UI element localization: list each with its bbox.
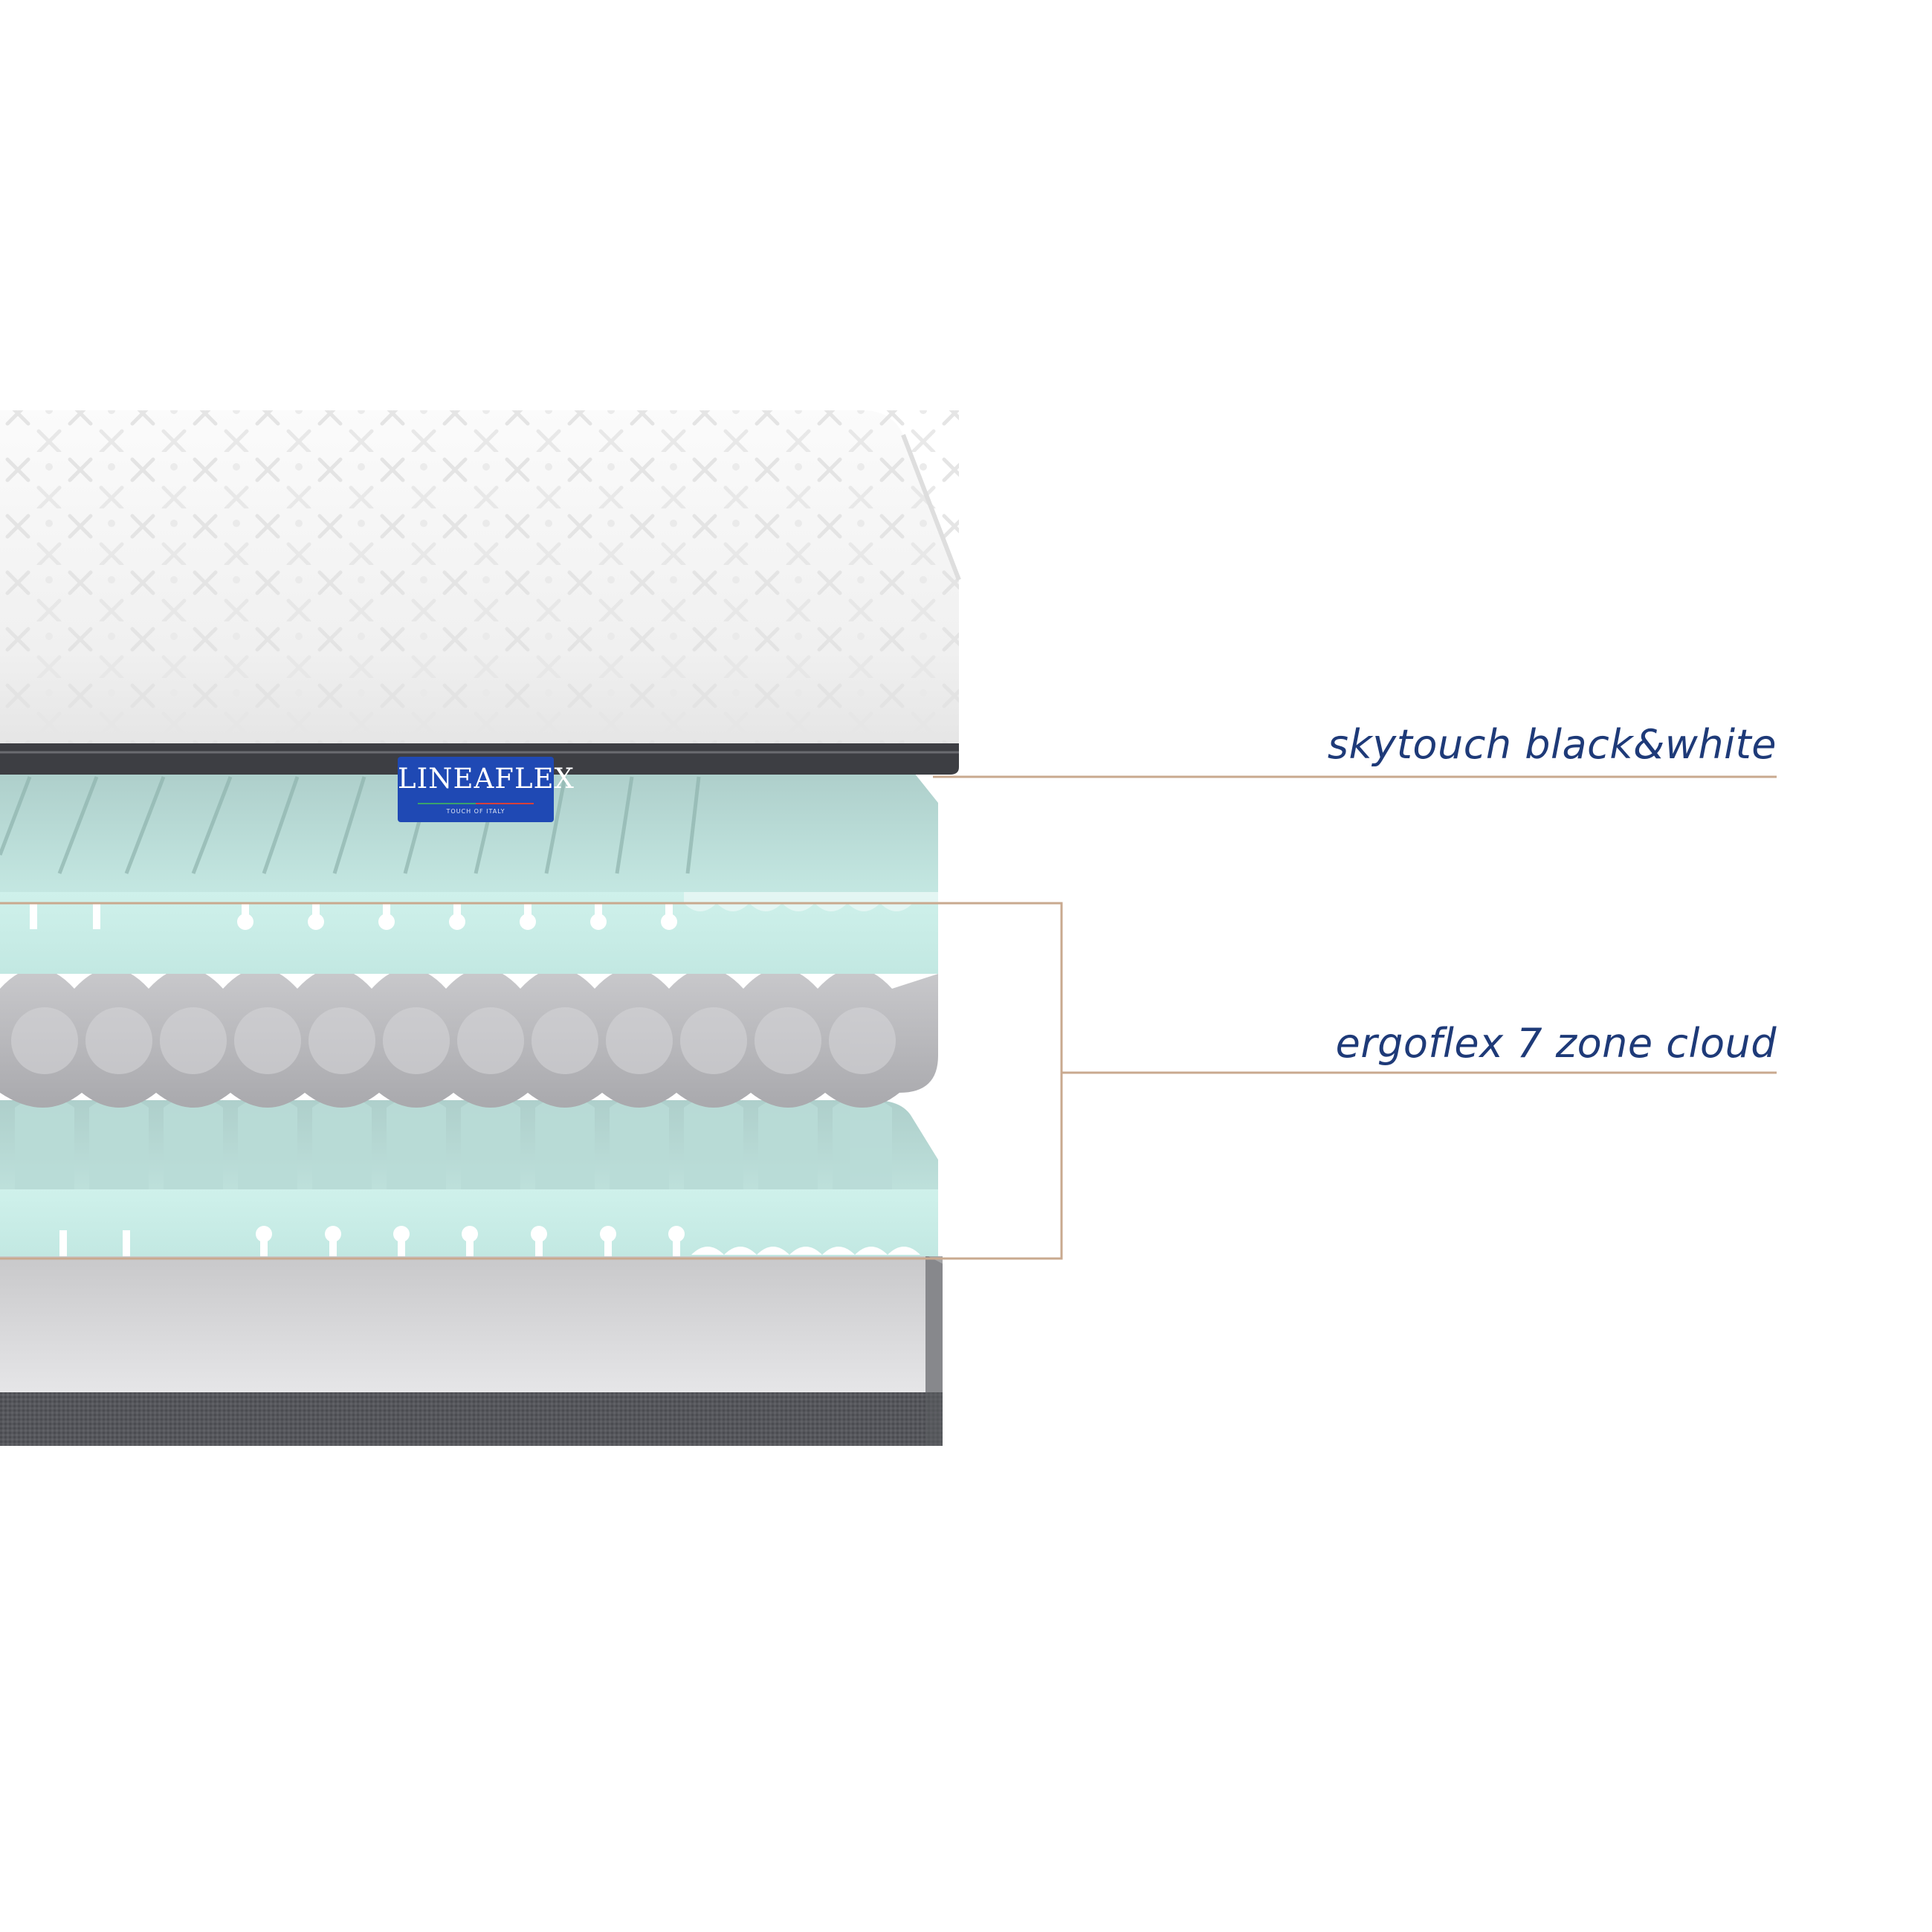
brand-tagline: TOUCH OF ITALY: [446, 808, 505, 815]
brand-name: LINEAFLEX: [398, 763, 575, 795]
grey-wave-foam: [0, 968, 938, 1108]
top-cover: [0, 410, 961, 775]
callout-lines: [0, 775, 1777, 1260]
base-layer: [0, 1255, 943, 1446]
brand-label: [398, 757, 554, 822]
callout-label-middle: ergoflex 7 zone cloud: [1335, 1020, 1777, 1067]
callout-label-top: skytouch black&white: [1327, 721, 1777, 768]
lower-mint-foam: [0, 1096, 938, 1256]
upper-mint-foam: [0, 773, 938, 974]
